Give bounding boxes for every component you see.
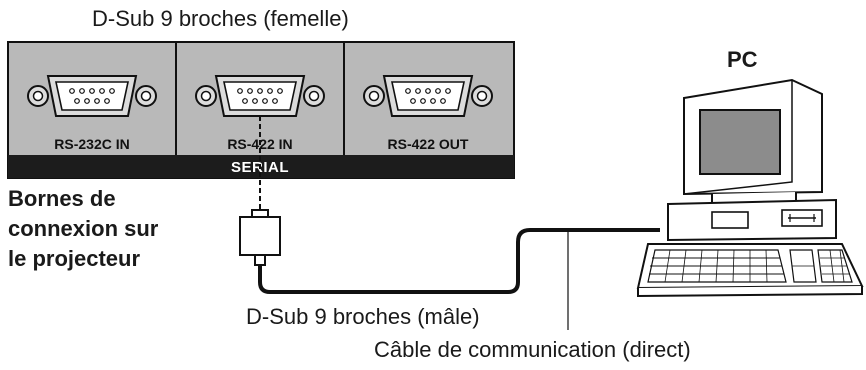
port-label-rs422-out: RS-422 OUT <box>388 136 469 152</box>
female-connector-label: D-Sub 9 broches (femelle) <box>92 6 349 31</box>
male-plug-icon <box>239 209 281 266</box>
terminals-label-line3: le projecteur <box>8 246 141 271</box>
keyboard-icon <box>636 243 864 298</box>
pc-label: PC <box>727 47 758 72</box>
computer-icon <box>667 78 837 242</box>
communication-cable <box>258 228 660 294</box>
male-connector-label: D-Sub 9 broches (mâle) <box>246 304 480 329</box>
cable-label: Câble de communication (direct) <box>374 337 691 362</box>
terminals-label-line1: Bornes de <box>8 186 116 211</box>
terminals-label-line2: connexion sur <box>8 216 159 241</box>
port-label-rs232c-in: RS-232C IN <box>54 136 129 152</box>
